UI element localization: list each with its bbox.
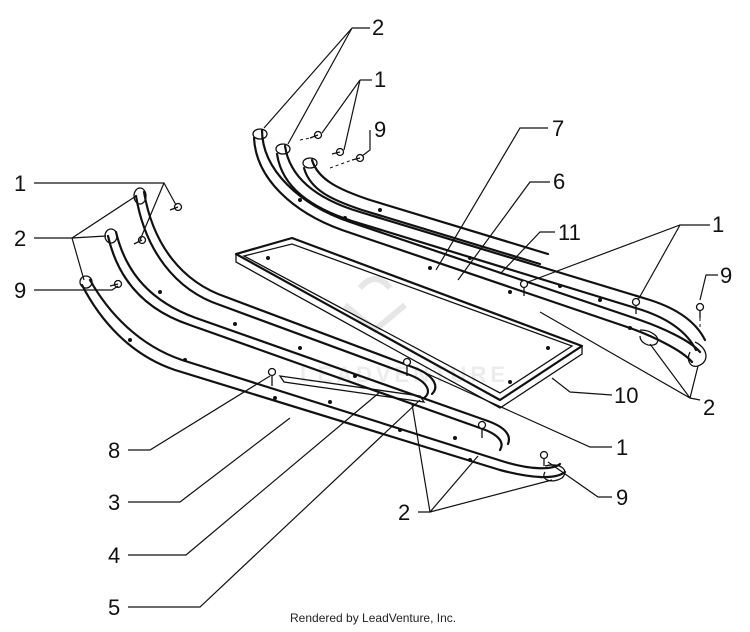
screw-icon	[539, 450, 549, 466]
callout-1-top: 1	[374, 67, 386, 92]
screw-icon	[695, 302, 705, 330]
rail-end-cap	[302, 157, 318, 169]
leader-lines	[34, 27, 718, 608]
upper-rail-outer-inner-edge	[252, 136, 694, 364]
rail-end-cap	[543, 464, 566, 482]
callout-2-left: 2	[14, 226, 26, 251]
floor-plate	[234, 236, 584, 409]
rail-end-cap	[79, 275, 93, 289]
rail-end-cap	[639, 329, 659, 346]
lower-rail-middle-inner-edge	[114, 230, 510, 446]
callout-11: 11	[558, 220, 581, 245]
upper-rail-inner-edge	[302, 166, 542, 266]
callout-5: 5	[108, 595, 120, 620]
callout-7: 7	[552, 116, 564, 141]
upper-rail-outer	[260, 128, 702, 354]
lower-rail-outer	[80, 283, 567, 479]
watermark-logo: LEADVENTURE	[300, 276, 505, 387]
screw-icon	[133, 235, 147, 245]
rail-end-cap	[275, 143, 291, 155]
callout-3: 3	[108, 490, 120, 515]
callout-10: 10	[614, 383, 638, 408]
rail-end-cap	[687, 341, 707, 367]
callout-2-bottom: 2	[398, 500, 410, 525]
lower-rail-outer-inner-edge	[88, 278, 562, 470]
upper-rail-middle-inner-edge	[275, 152, 698, 352]
upper-rail-middle	[283, 144, 707, 342]
callout-9-left: 9	[14, 278, 26, 303]
rail-holes	[298, 198, 632, 330]
screw-icon	[519, 279, 529, 296]
callout-1-right: 1	[712, 212, 724, 237]
rail-end-cap	[104, 228, 118, 244]
callout-4: 4	[108, 543, 120, 568]
callout-2-top: 2	[372, 15, 384, 40]
callout-1-mid: 1	[616, 435, 628, 460]
rail-holes	[128, 290, 472, 462]
callout-2-right: 2	[703, 395, 715, 420]
rail-end-cap	[133, 187, 147, 205]
upper-rail-assembly	[252, 128, 707, 367]
callout-9-right: 9	[720, 263, 732, 288]
screw-icon	[402, 357, 412, 376]
footer-credit: Rendered by LeadVenture, Inc.	[290, 611, 456, 625]
screw-icon	[631, 297, 641, 314]
trim-strip	[278, 375, 426, 403]
lower-rail-inner-edge	[142, 190, 437, 396]
screw-icon	[329, 153, 365, 169]
rail-end-cap	[252, 128, 268, 140]
lower-rail-middle	[106, 234, 503, 452]
callout-9-bottom: 9	[616, 485, 628, 510]
screw-icon	[109, 279, 123, 289]
callout-1-left: 1	[14, 171, 26, 196]
callout-labels: 2 1 9 7 6 11 1 9 2 10 1 9 2 1 2 9 8 3 4 …	[14, 15, 732, 620]
callout-6: 6	[553, 169, 565, 194]
screw-icon	[477, 420, 487, 438]
screw-icon	[299, 130, 323, 141]
callout-8: 8	[108, 438, 120, 463]
screw-icon	[169, 202, 183, 212]
screw-icon	[331, 147, 345, 157]
lower-rail-assembly	[79, 187, 567, 482]
screw-icon	[267, 367, 277, 386]
callout-9-top: 9	[374, 117, 386, 142]
lower-rail-inner	[134, 194, 429, 400]
